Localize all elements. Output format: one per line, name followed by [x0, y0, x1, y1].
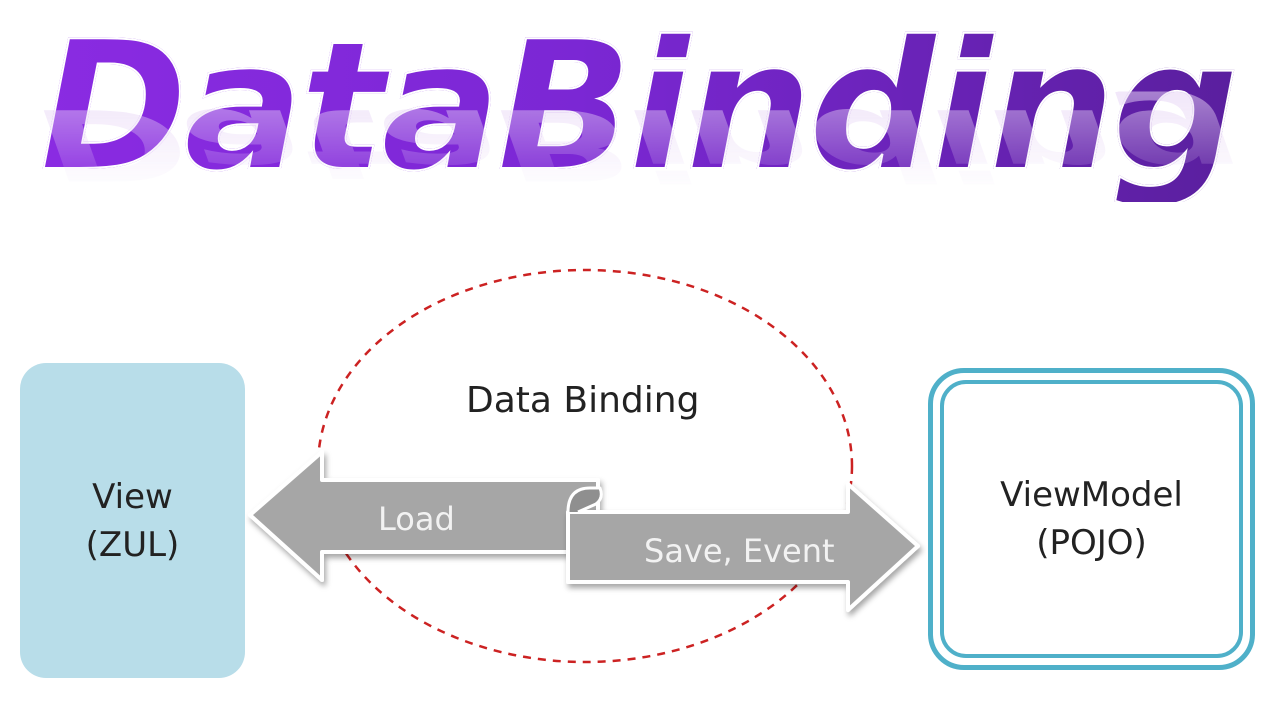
save-event-arrow: [566, 482, 920, 612]
title-area: DataBinding DataBinding: [0, 0, 1280, 250]
data-binding-label: Data Binding: [466, 380, 700, 421]
binding-cycle: [316, 268, 854, 664]
viewmodel-box: ViewModel (POJO): [928, 368, 1255, 670]
view-subtitle: (ZUL): [85, 524, 180, 565]
viewmodel-subtitle: (POJO): [1036, 523, 1147, 563]
viewmodel-inner-border: [940, 380, 1243, 658]
view-box: View (ZUL): [20, 363, 245, 678]
load-label: Load: [378, 500, 455, 538]
ribbon-curl: [566, 486, 603, 514]
page-title: DataBinding: [39, 3, 1240, 210]
viewmodel-title: ViewModel: [1000, 475, 1183, 515]
view-title: View: [92, 476, 173, 517]
save-event-label: Save, Event: [644, 532, 835, 570]
